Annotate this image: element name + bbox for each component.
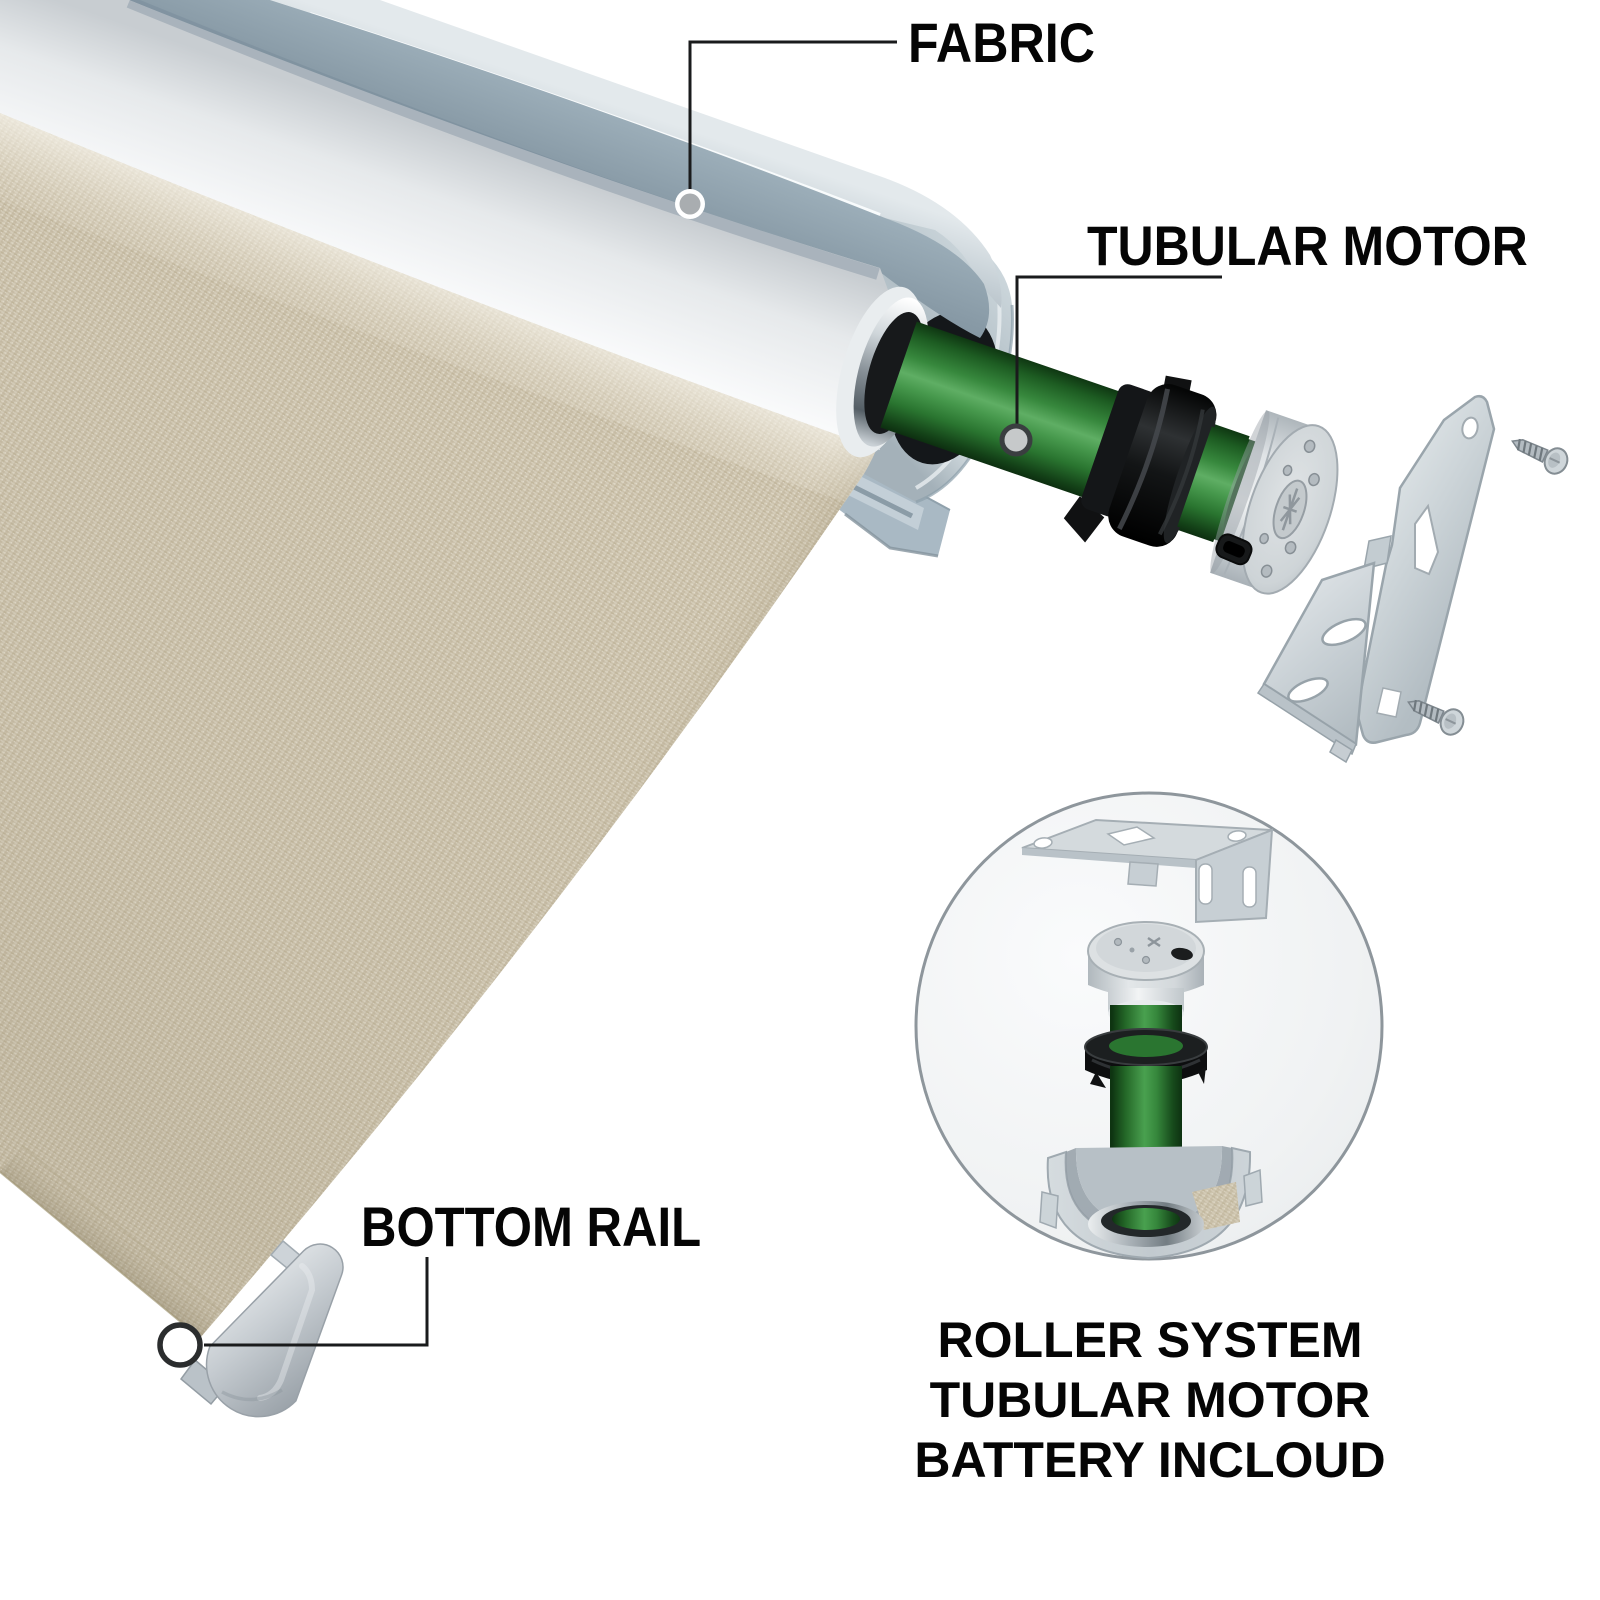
screw-bottom [1407, 699, 1465, 736]
inset-content [1021, 818, 1274, 1260]
tubular-motor [880, 321, 1339, 595]
fabric-sheet [0, 113, 880, 1339]
motor-head [1210, 410, 1339, 595]
callouts [204, 40, 1222, 1347]
callout-dots [157, 189, 1033, 1368]
caption-line-3: BATTERY INCLOUD [914, 1432, 1386, 1488]
tubular-motor-label: TUBULAR MOTOR [1087, 214, 1528, 277]
fabric-roll [0, 0, 901, 450]
detail-inset [914, 791, 1384, 1261]
wall-plate [1355, 394, 1496, 744]
l-bracket [1256, 561, 1376, 764]
motor-crown-adapter [1063, 375, 1217, 547]
bottom-rail-label: BOTTOM RAIL [361, 1195, 702, 1258]
tubular-motor-callout-dot [999, 423, 1033, 457]
caption-line-1: ROLLER SYSTEM [937, 1312, 1363, 1368]
tubular-motor-callout-line [1015, 275, 1222, 426]
bottom-rail [179, 1239, 344, 1418]
screw-top [1511, 438, 1569, 475]
caption-line-2: TUBULAR MOTOR [929, 1372, 1371, 1428]
inset-caption: ROLLER SYSTEM TUBULAR MOTOR BATTERY INCL… [900, 1310, 1400, 1490]
bottom-rail-end-cap [205, 1243, 344, 1418]
bottom-rail-callout-dot [157, 1322, 203, 1368]
mounting-hardware [1256, 394, 1569, 764]
fabric-callout-line [688, 40, 897, 190]
bottom-rail-callout-line [204, 1257, 429, 1347]
fabric-label: FABRIC [908, 11, 1095, 74]
